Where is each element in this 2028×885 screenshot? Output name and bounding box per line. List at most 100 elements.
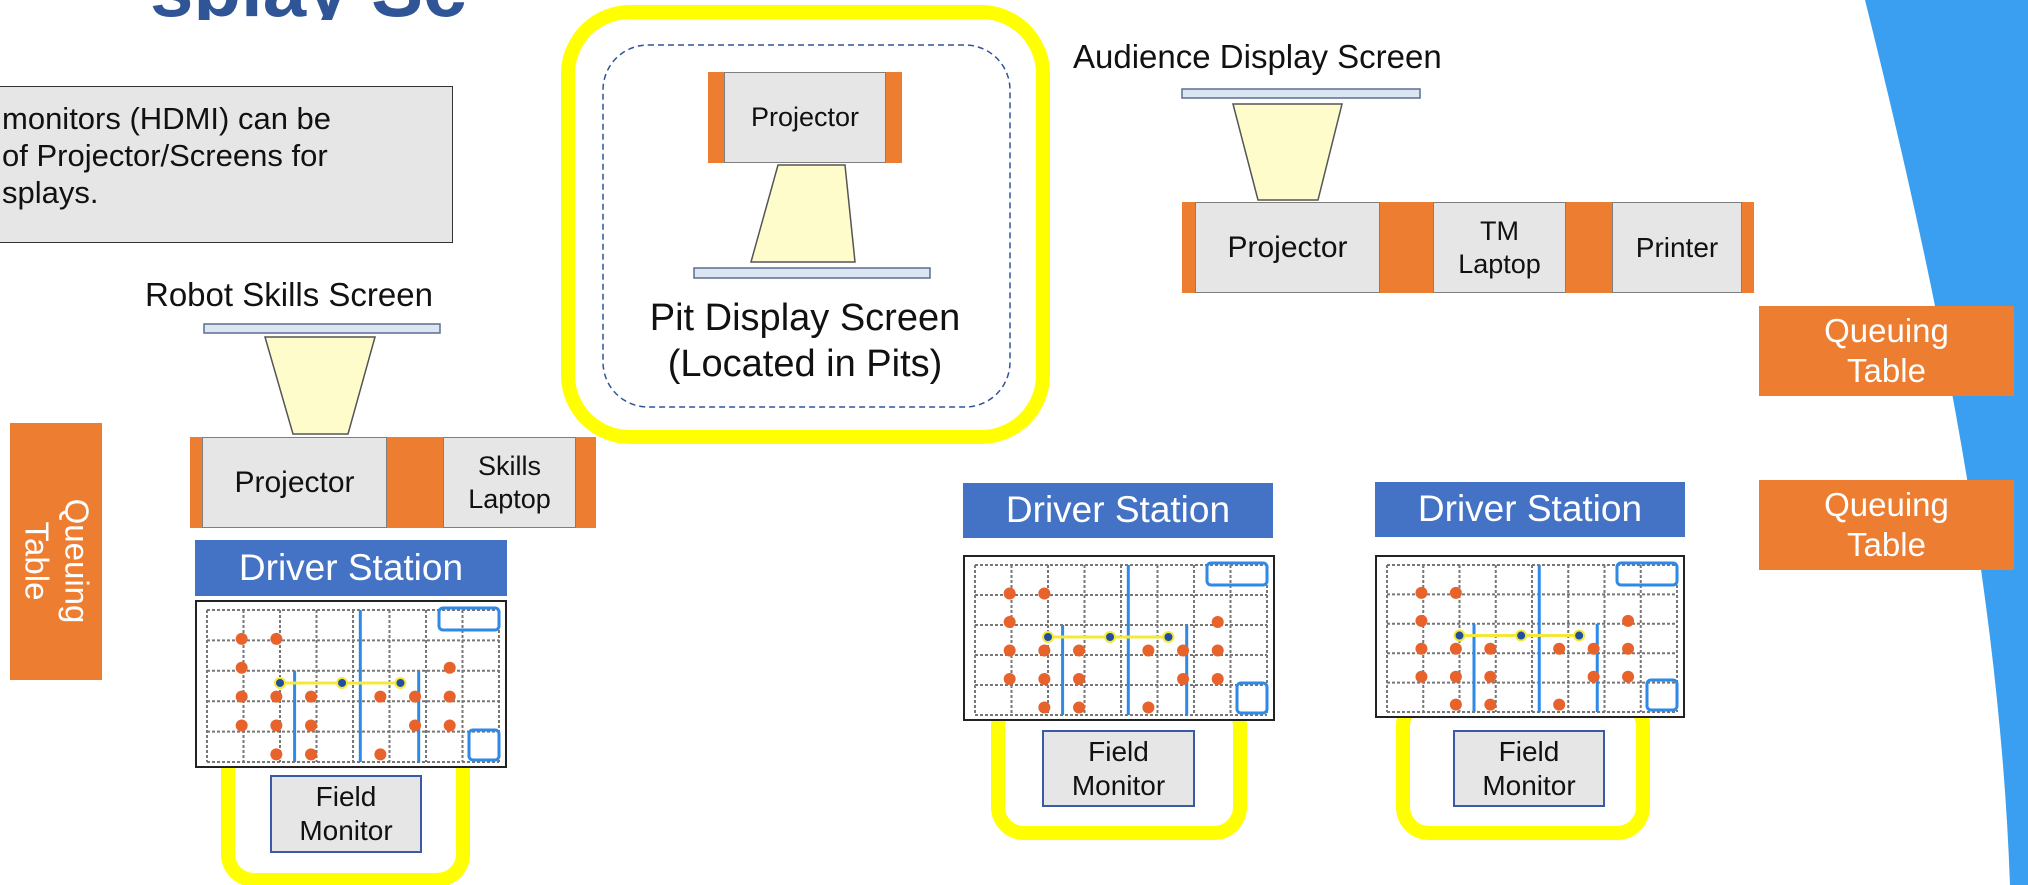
printer: Printer bbox=[1612, 202, 1742, 293]
field-game-object bbox=[1622, 670, 1635, 683]
field-goal-box bbox=[1235, 681, 1269, 715]
skills-screen-bar bbox=[203, 323, 441, 334]
field-game-object bbox=[409, 690, 422, 703]
field-game-object bbox=[1553, 642, 1566, 655]
pit-display-screen-label: Pit Display Screen (Located in Pits) bbox=[649, 297, 961, 385]
robot-skills-screen-label: Robot Skills Screen bbox=[145, 276, 433, 313]
field-game-object bbox=[374, 748, 387, 761]
field-game-object bbox=[1211, 616, 1224, 628]
pit-dashed-frame bbox=[602, 44, 1011, 408]
field-game-object bbox=[1177, 644, 1190, 657]
field-game-object bbox=[305, 748, 318, 761]
field-game-object bbox=[1587, 642, 1600, 655]
field-monitor: Field Monitor bbox=[1042, 730, 1195, 807]
field-game-object bbox=[270, 748, 283, 761]
info-note-box bbox=[0, 86, 453, 243]
field-game-object bbox=[1415, 642, 1428, 655]
field-game-object bbox=[1142, 644, 1155, 657]
field-game-object bbox=[1415, 586, 1428, 599]
field-game-object bbox=[1622, 642, 1635, 655]
field-game-object bbox=[1211, 644, 1224, 657]
pit-highlight-frame bbox=[561, 5, 1050, 444]
field-game-object bbox=[374, 690, 387, 703]
field-game-object bbox=[235, 661, 248, 674]
audience-projector-beam bbox=[1232, 103, 1343, 201]
pit-screen-bar bbox=[693, 267, 931, 279]
field-image bbox=[1375, 555, 1685, 718]
field-game-object bbox=[1484, 670, 1497, 683]
field-game-object bbox=[1415, 670, 1428, 683]
field-game-object bbox=[443, 719, 456, 732]
field-goal-box bbox=[467, 728, 501, 762]
field-game-object bbox=[1622, 614, 1635, 627]
field-monitor: Field Monitor bbox=[270, 775, 422, 853]
field-node bbox=[1162, 631, 1175, 643]
field-game-object bbox=[1484, 642, 1497, 655]
field-game-object bbox=[1142, 701, 1155, 714]
field-game-object bbox=[1553, 698, 1566, 711]
field-grid-diagram bbox=[974, 561, 1269, 716]
field-game-object bbox=[235, 719, 248, 732]
field-game-object bbox=[1449, 642, 1462, 655]
field-game-object bbox=[1003, 616, 1016, 628]
field-goal-box bbox=[1205, 561, 1269, 587]
field-goal-box bbox=[1615, 561, 1679, 587]
skills-projector: Projector bbox=[202, 437, 387, 528]
field-game-object bbox=[1211, 673, 1224, 685]
field-game-object bbox=[235, 690, 248, 703]
field-game-object bbox=[305, 690, 318, 703]
queuing-table-vertical bbox=[10, 423, 102, 680]
field-game-object bbox=[1073, 644, 1086, 657]
field-game-object bbox=[1587, 670, 1600, 683]
queuing-table: Queuing Table bbox=[1759, 306, 2014, 396]
decorative-blue-arc bbox=[1865, 0, 2028, 885]
field-game-object bbox=[1449, 698, 1462, 711]
field-grid-diagram bbox=[1386, 561, 1679, 713]
field-node bbox=[1104, 631, 1117, 643]
page-title: splay Sc bbox=[150, 0, 650, 20]
audience-screen-bar bbox=[1181, 88, 1421, 99]
field-goal-box bbox=[437, 606, 501, 632]
field-game-object bbox=[443, 661, 456, 674]
field-game-object bbox=[443, 690, 456, 703]
field-node bbox=[1515, 629, 1528, 642]
field-grid-diagram bbox=[206, 606, 501, 763]
field-game-object bbox=[1038, 701, 1051, 714]
info-note-text: monitors (HDMI) can be of Projector/Scre… bbox=[2, 101, 332, 210]
skills-projector-beam bbox=[264, 336, 376, 435]
field-image bbox=[195, 600, 507, 768]
audience-projector: Projector bbox=[1195, 202, 1380, 293]
field-game-object bbox=[1449, 586, 1462, 599]
field-node bbox=[1042, 631, 1054, 643]
field-game-object bbox=[1003, 644, 1016, 657]
field-game-object bbox=[1484, 698, 1497, 711]
field-node bbox=[336, 676, 349, 689]
audience-display-screen-label: Audience Display Screen bbox=[1073, 38, 1442, 75]
field-node bbox=[1573, 629, 1586, 642]
field-game-object bbox=[1038, 644, 1051, 657]
queuing-table: Queuing Table bbox=[1759, 480, 2014, 570]
pit-projector-beam bbox=[750, 164, 856, 263]
field-game-object bbox=[1177, 673, 1190, 685]
field-game-object bbox=[1003, 587, 1016, 600]
pit-projector: Projector bbox=[724, 72, 886, 163]
field-node bbox=[274, 676, 286, 689]
field-game-object bbox=[409, 719, 422, 732]
field-game-object bbox=[235, 632, 248, 645]
field-game-object bbox=[1073, 701, 1086, 714]
field-monitor: Field Monitor bbox=[1453, 730, 1605, 807]
field-game-object bbox=[270, 632, 283, 645]
driver-station-label: Driver Station bbox=[1375, 482, 1685, 537]
driver-station-label: Driver Station bbox=[963, 483, 1273, 538]
field-game-object bbox=[1003, 673, 1016, 685]
skills-laptop: Skills Laptop bbox=[443, 437, 576, 528]
field-goal-box bbox=[1645, 678, 1679, 712]
field-image bbox=[963, 555, 1275, 721]
field-game-object bbox=[270, 719, 283, 732]
field-game-object bbox=[305, 719, 318, 732]
tm-laptop: TM Laptop bbox=[1433, 202, 1566, 293]
driver-station-label: Driver Station bbox=[195, 540, 507, 596]
field-game-object bbox=[1449, 670, 1462, 683]
field-node bbox=[1453, 629, 1466, 642]
field-game-object bbox=[1038, 673, 1051, 685]
